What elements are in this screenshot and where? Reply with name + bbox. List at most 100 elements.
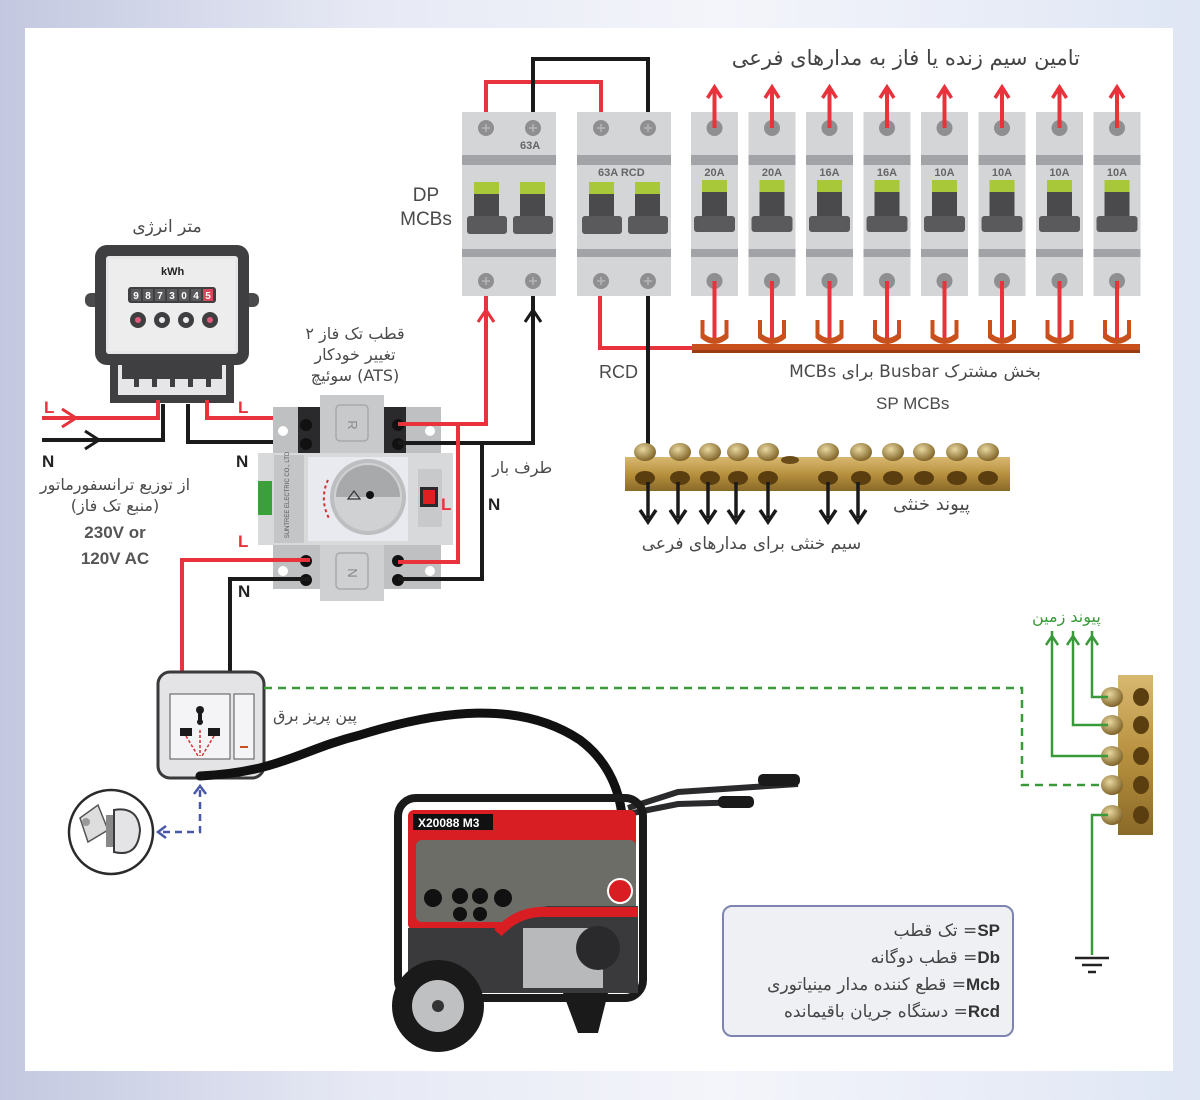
meter-digit-cell — [143, 289, 153, 301]
sp-breaker[interactable] — [806, 112, 853, 296]
terminal-hole — [728, 471, 748, 485]
arrow-up-icon — [993, 83, 1011, 99]
ats-line3: (ATS) سوئیچ — [310, 366, 400, 385]
legend-box: SP= تک قطب Db= قطب دوگانه Mcb= قطع کننده… — [722, 905, 1014, 1037]
sp-breaker[interactable] — [691, 112, 738, 296]
sp-breaker[interactable] — [863, 112, 911, 296]
terminal-hole — [947, 471, 967, 485]
generator: X20088 M3 — [392, 774, 800, 1052]
neutral-bar-label: پیوند خنثی — [893, 494, 970, 515]
meter-digit-cell — [191, 289, 201, 301]
ats-line1: قطب تک فاز ۲ — [305, 324, 405, 343]
ats-brand-text: SUNTREE ELECTRIC CO., LTD — [285, 451, 291, 538]
meter-digit-cell — [167, 289, 177, 301]
screw-icon — [913, 443, 935, 461]
main-dp-breaker[interactable] — [462, 112, 556, 296]
arrow-up-icon — [936, 83, 953, 99]
terminal-hole — [818, 471, 838, 485]
svg-text:N: N — [345, 568, 360, 577]
screw-icon — [946, 443, 968, 461]
arrow-up-icon — [763, 83, 781, 99]
rcd-breaker[interactable] — [577, 112, 671, 296]
screw-icon — [757, 443, 779, 461]
terminal-hole — [635, 471, 655, 485]
meter-digit: 5 — [205, 291, 211, 302]
arrow-down-icon — [698, 509, 718, 526]
arrow-up-icon — [1108, 83, 1126, 99]
voltage-line1: 230V or — [84, 523, 146, 542]
voltage-line2: 120V AC — [80, 549, 150, 568]
neutral-wires-label: سیم خنثی برای مدارهای فرعی — [641, 534, 862, 554]
rcd-breaker-rating: 63A RCD — [598, 167, 645, 179]
arrow-down-icon — [726, 509, 746, 526]
svg-text:R: R — [345, 420, 360, 429]
meter-digit: 0 — [181, 291, 187, 302]
sp-breaker-rating: 16A — [876, 167, 898, 179]
sp-breaker-rating: 10A — [991, 167, 1013, 179]
screw-icon — [669, 443, 691, 461]
meter-digit-cell — [155, 289, 165, 301]
screw-icon — [850, 443, 872, 461]
dp-label-line1: DP — [412, 185, 440, 206]
source-description: از توزیع ترانسفورماتور (منبع تک فاز) — [30, 474, 200, 516]
earth-dashed-wire — [264, 686, 1105, 787]
ats-line2: تغییر خودکار — [314, 345, 396, 364]
gen-live-label: L — [238, 532, 249, 551]
sp-breaker[interactable] — [921, 112, 968, 296]
power-socket[interactable] — [156, 670, 266, 780]
screw-icon — [1101, 746, 1123, 766]
screw-icon — [1101, 805, 1123, 825]
legend-meaning: قطب دوگانه — [870, 948, 958, 968]
source-voltage: 230V or 120V AC — [40, 520, 190, 572]
sp-breaker[interactable] — [978, 112, 1026, 296]
source-line2: (منبع تک فاز) — [70, 496, 160, 515]
legend-meaning: دستگاه جریان باقیمانده — [783, 1002, 949, 1022]
screw-icon — [634, 443, 656, 461]
plug-pointer — [155, 783, 207, 839]
load-side-label: طرف بار — [492, 458, 553, 477]
sp-breaker[interactable] — [748, 112, 796, 296]
sp-breaker-rating: 20A — [704, 167, 725, 179]
earth-bar — [1044, 631, 1153, 955]
terminal-hole — [1133, 747, 1149, 765]
screw-icon — [1101, 715, 1123, 735]
ats-bridge-live-label: L — [441, 495, 452, 514]
dp-label-line2: MCBs — [400, 209, 452, 230]
ats-switch[interactable]: R N SUNTREE ELECTRIC CO., LTD — [258, 395, 453, 601]
meter-digit-cell — [179, 289, 189, 301]
dp-mcbs-label: DP MCBs — [398, 184, 454, 232]
arrow-down-icon — [668, 509, 688, 526]
terminal-hole — [1133, 806, 1149, 824]
sp-breaker-rating: 10A — [934, 167, 955, 179]
sp-breaker[interactable] — [1036, 112, 1083, 296]
terminal-hole — [700, 471, 720, 485]
generator-model: X20088 M3 — [418, 816, 480, 830]
screw-icon — [727, 443, 749, 461]
meter-digit: 7 — [157, 291, 163, 302]
arrow-down-icon — [818, 509, 838, 526]
arrow-up-icon — [821, 83, 838, 99]
sp-breaker[interactable] — [1093, 112, 1141, 296]
energy-meter-title: متر انرژی — [132, 217, 202, 237]
busbar-label: MCBs برای Busbar بخش مشترک — [789, 362, 1041, 382]
terminal-hole — [758, 471, 778, 485]
legend-meaning: قطع کننده مدار مینیاتوری — [767, 975, 947, 995]
ats-bridge-neutral-label: N — [488, 495, 501, 514]
legend-item: Rcd= دستگاه جریان باقیمانده — [783, 1002, 1000, 1022]
busbar-finger — [988, 320, 1016, 344]
legend-abbr: Db — [977, 948, 1000, 967]
meter-out-live-label: L — [238, 398, 249, 417]
terminal-hole — [1133, 688, 1149, 706]
arrow-down-icon — [638, 509, 658, 526]
busbar-finger — [815, 320, 844, 344]
arrow-up-icon — [1051, 83, 1068, 99]
ats-description: قطب تک فاز ۲ تغییر خودکار (ATS) سوئیچ — [290, 323, 420, 386]
terminal-hole — [914, 471, 934, 485]
screw-icon — [977, 443, 999, 461]
earth-bar-label: پیوند زمین — [1032, 607, 1101, 626]
legend-item: SP= تک قطب — [893, 921, 1000, 941]
sp-breaker-rating: 10A — [1049, 167, 1070, 179]
meter-digit: 8 — [145, 291, 151, 302]
